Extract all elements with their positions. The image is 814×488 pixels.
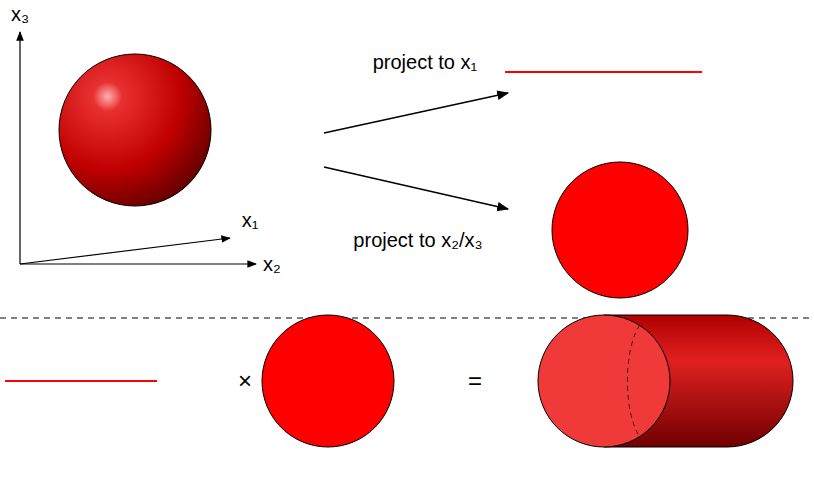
operator: × — [238, 368, 252, 394]
x3-axis — [19, 32, 20, 264]
projection-arrow — [324, 93, 508, 133]
hidden-rim — [627, 325, 640, 437]
disk — [552, 162, 688, 298]
x2-axis — [20, 263, 256, 264]
x1-axis — [20, 238, 230, 264]
operator: = — [468, 368, 482, 394]
segment — [5, 380, 157, 382]
cylinder-face — [538, 315, 670, 447]
sphere — [59, 54, 211, 206]
projection-arrow — [324, 167, 508, 209]
disk — [262, 315, 394, 447]
axis-label: x₃ — [11, 3, 29, 25]
axis-label: x₁ — [242, 209, 259, 231]
segment — [505, 71, 702, 73]
arrow-label: project to x₁ — [373, 51, 478, 73]
axis-label: x₂ — [263, 253, 281, 275]
arrow-label: project to x₂/x₃ — [353, 229, 482, 251]
